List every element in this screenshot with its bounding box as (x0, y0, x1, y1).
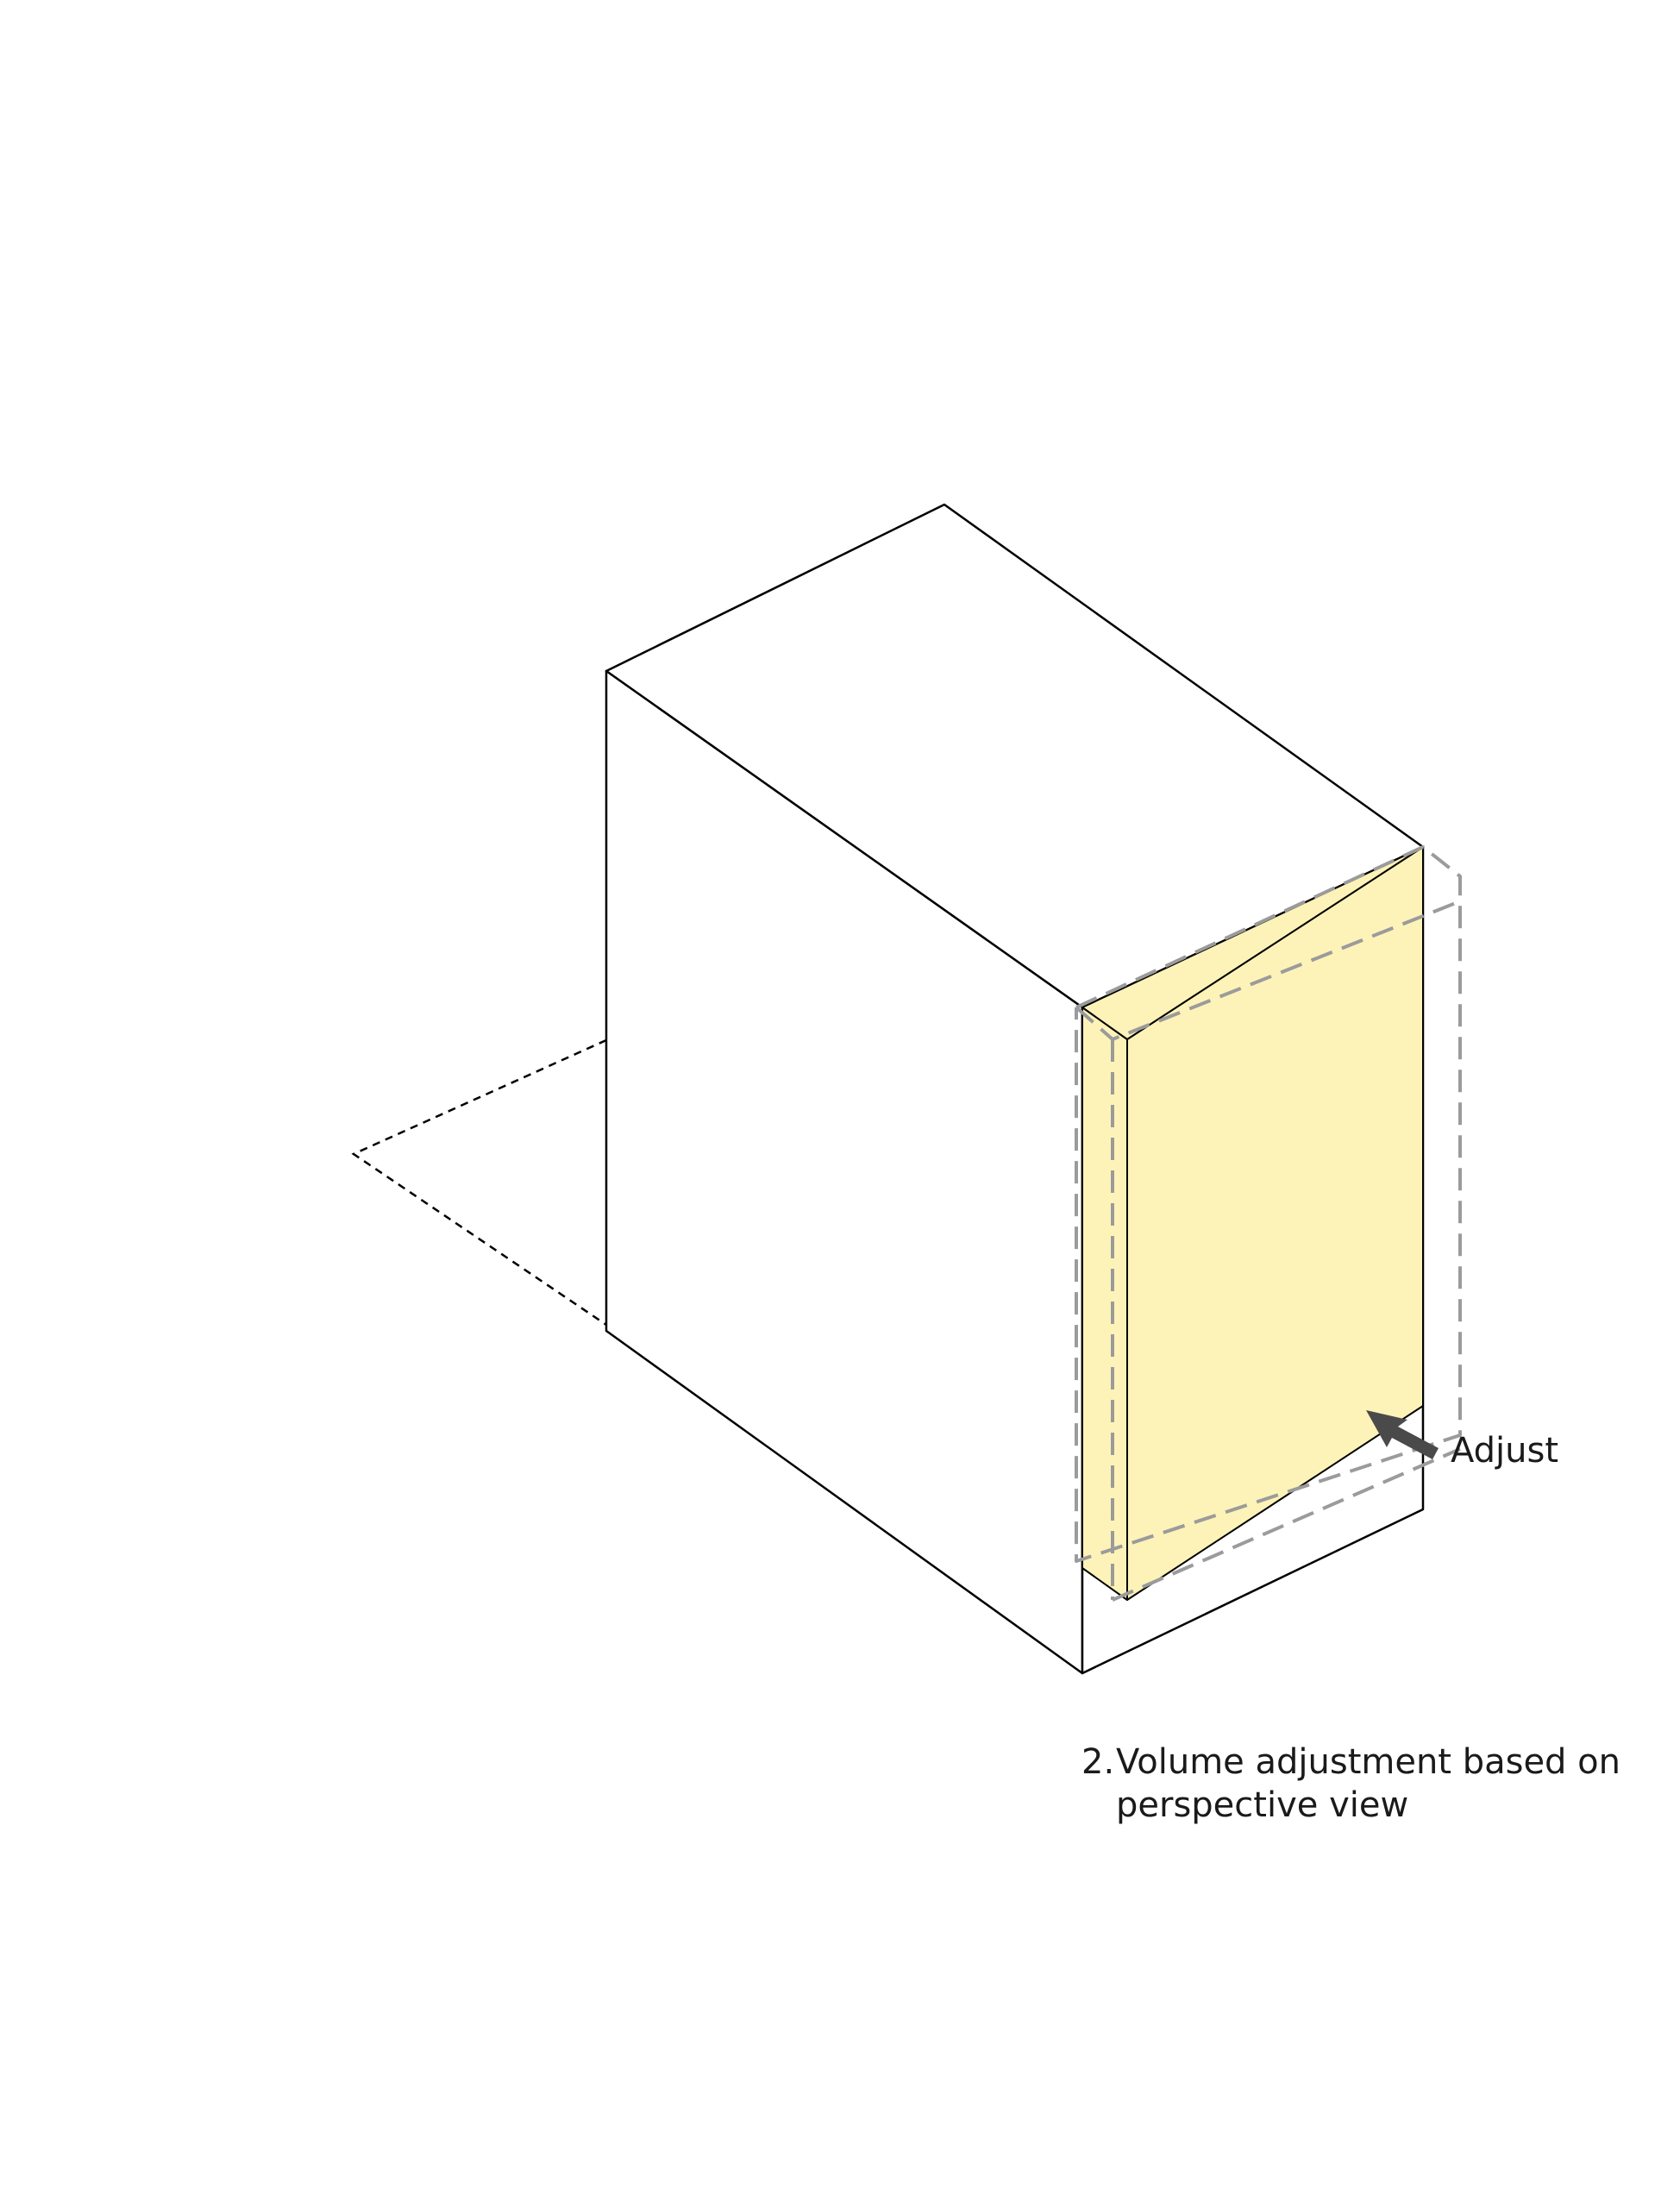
shadow-footprint (351, 1038, 607, 1327)
adjust-label: Adjust (1451, 1431, 1559, 1471)
diagram-caption: 2. Volume adjustment based on perspectiv… (1081, 1741, 1620, 1827)
caption-line-1: Volume adjustment based on (1116, 1742, 1620, 1782)
arrow-icon (1366, 1410, 1439, 1459)
caption-line-2: perspective view (1116, 1785, 1409, 1825)
original-volume-outline (1075, 845, 1462, 1602)
caption-number: 2. (1081, 1742, 1115, 1782)
adjusted-side-face[interactable] (1081, 1007, 1128, 1601)
caption-text: Volume adjustment based on perspective v… (1116, 1741, 1620, 1827)
adjusted-top-wedge[interactable] (1081, 846, 1424, 1040)
